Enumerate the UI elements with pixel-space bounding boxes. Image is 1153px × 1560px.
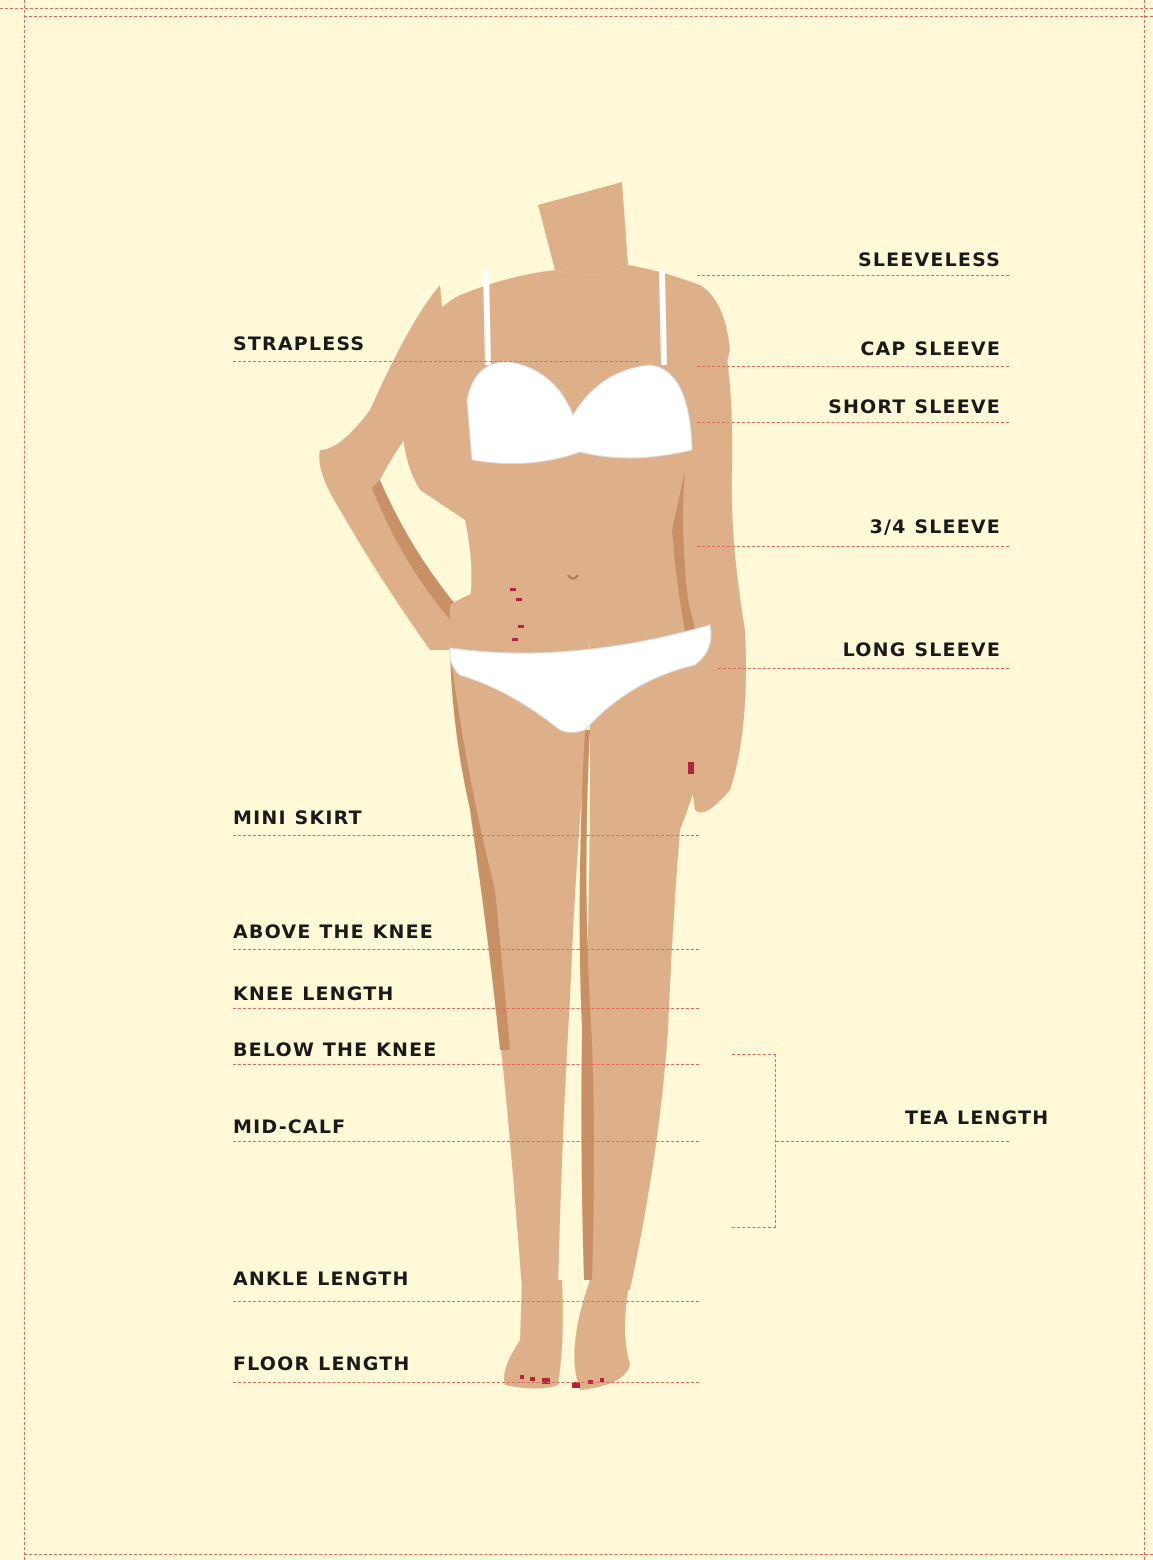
label-ankle-length: ANKLE LENGTH xyxy=(233,1270,410,1289)
guide-mini-skirt xyxy=(233,835,699,836)
label-cap-sleeve: CAP SLEEVE xyxy=(860,340,1001,359)
guide-knee-length xyxy=(233,1008,699,1009)
label-sleeveless: SLEEVELESS xyxy=(858,251,1001,270)
frame-right-line xyxy=(1144,0,1145,1560)
left-foot xyxy=(504,1280,563,1389)
label-knee-length: KNEE LENGTH xyxy=(233,985,395,1004)
body-figure xyxy=(300,170,760,1420)
frame-top-line xyxy=(0,8,1153,9)
label-mid-calf: MID-CALF xyxy=(233,1118,346,1137)
left-leg xyxy=(450,640,590,1290)
label-above-the-knee: ABOVE THE KNEE xyxy=(233,923,434,942)
guide-cap-sleeve xyxy=(697,366,1009,367)
guide-long-sleeve xyxy=(718,668,1009,669)
guide-ankle-length xyxy=(233,1301,699,1302)
label-mini-skirt: MINI SKIRT xyxy=(233,809,363,828)
frame-left-line xyxy=(24,0,25,1560)
label-tea-length: TEA LENGTH xyxy=(905,1109,1049,1128)
guide-tea-length xyxy=(776,1141,1009,1142)
guide-three-quarter-sleeve xyxy=(697,546,1009,547)
guide-above-the-knee xyxy=(233,949,699,950)
frame-bottom-line xyxy=(24,1554,1153,1555)
guide-strapless xyxy=(233,361,638,362)
label-below-the-knee: BELOW THE KNEE xyxy=(233,1041,437,1060)
guide-sleeveless xyxy=(697,275,1009,276)
guide-mid-calf xyxy=(233,1141,699,1142)
label-short-sleeve: SHORT SLEEVE xyxy=(828,398,1001,417)
label-long-sleeve: LONG SLEEVE xyxy=(843,641,1001,660)
guide-below-the-knee xyxy=(233,1064,699,1065)
neck xyxy=(538,182,628,275)
guide-floor-length xyxy=(233,1382,699,1383)
label-strapless: STRAPLESS xyxy=(233,335,365,354)
frame-top-line-2 xyxy=(24,16,1153,17)
tea-length-bracket xyxy=(732,1054,776,1228)
label-floor-length: FLOOR LENGTH xyxy=(233,1355,410,1374)
guide-short-sleeve xyxy=(697,422,1009,423)
right-leg xyxy=(583,640,712,1290)
right-foot xyxy=(574,1280,630,1390)
label-three-quarter-sleeve: 3/4 SLEEVE xyxy=(870,518,1001,537)
